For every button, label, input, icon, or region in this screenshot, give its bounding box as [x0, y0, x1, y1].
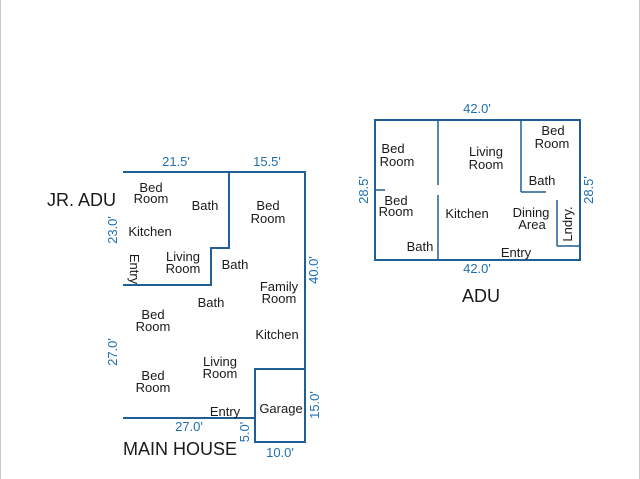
room-label: Room: [469, 157, 504, 172]
room-label: Kitchen: [445, 206, 488, 221]
room-label: Bath: [407, 239, 434, 254]
dim-left-lower: 27.0': [105, 338, 120, 366]
room-label: Room: [251, 211, 286, 226]
dim-bottom: 27.0': [175, 419, 203, 434]
room-label: Lndry.: [560, 206, 575, 241]
main-house-outline: [123, 171, 306, 443]
room-label: Bed: [139, 180, 162, 195]
adu-dim-bottom: 42.0': [463, 261, 491, 276]
dim-top-right: 15.5': [253, 154, 281, 169]
adu-dimensions: 42.0' 42.0' 28.5' 28.5': [356, 101, 596, 276]
room-label: Bath: [529, 173, 556, 188]
adu-dim-left: 28.5': [356, 176, 371, 204]
room-label: Room: [380, 154, 415, 169]
adu-title: ADU: [462, 286, 500, 306]
main-house-rooms: Bed Room Bath Bed Room Kitchen Living Ro…: [127, 180, 303, 419]
room-label: Room: [203, 366, 238, 381]
room-label: Room: [166, 261, 201, 276]
main-house-walls: [123, 171, 306, 443]
room-label: Living: [203, 354, 237, 369]
dim-top-left: 21.5': [162, 154, 190, 169]
room-label: Room: [136, 319, 171, 334]
room-label: Family: [260, 279, 299, 294]
jr-adu-title: JR. ADU: [47, 190, 116, 210]
adu-walls: [374, 119, 581, 261]
room-label: Entry: [127, 254, 142, 285]
adu-rooms: Bed Room Living Room Bed Room Bath Bed R…: [379, 123, 575, 260]
dim-right: 40.0': [306, 256, 321, 284]
dim-left-upper: 23.0': [105, 216, 120, 244]
main-house-dimensions: 21.5' 15.5' 23.0' 27.0' 40.0' 27.0' 5.0'…: [105, 154, 322, 460]
adu-dim-top: 42.0': [463, 101, 491, 116]
dim-garage-width: 10.0': [266, 445, 294, 460]
room-label: Bath: [192, 198, 219, 213]
dim-garage-height: 15.0': [307, 391, 322, 419]
room-label: Bed: [381, 141, 404, 156]
room-label: Living: [166, 249, 200, 264]
room-label: Bath: [198, 295, 225, 310]
room-label: Bed: [141, 368, 164, 383]
room-label: Bed: [384, 193, 407, 208]
dim-garage-step: 5.0': [237, 422, 252, 443]
jr-adu-divider-wall: [123, 172, 230, 286]
room-label: Bath: [222, 257, 249, 272]
room-label: Room: [262, 291, 297, 306]
room-label: Entry: [210, 404, 241, 419]
room-label: Garage: [259, 401, 302, 416]
adu-dim-right: 28.5': [581, 176, 596, 204]
main-house-title: MAIN HOUSE: [123, 439, 237, 459]
room-label: Area: [518, 217, 546, 232]
room-label: Kitchen: [128, 224, 171, 239]
room-label: Room: [379, 204, 414, 219]
room-label: Entry: [501, 245, 532, 260]
room-label: Living: [469, 144, 503, 159]
room-label: Bed: [141, 307, 164, 322]
room-label: Bed: [256, 198, 279, 213]
room-label: Kitchen: [255, 327, 298, 342]
room-label: Room: [134, 191, 169, 206]
room-label: Room: [535, 136, 570, 151]
room-label: Room: [136, 380, 171, 395]
room-label: Bed: [541, 123, 564, 138]
room-label: Dining: [513, 205, 550, 220]
